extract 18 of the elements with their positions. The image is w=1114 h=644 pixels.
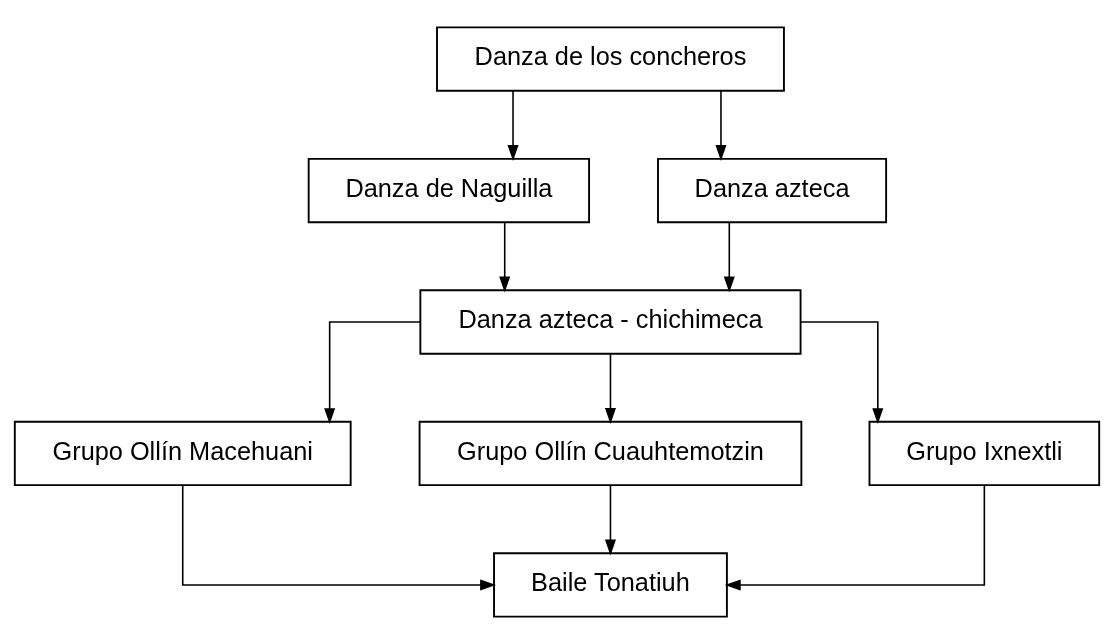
arrow: [181, 484, 496, 591]
arrow: [604, 484, 616, 556]
node-box: Grupo Ollín Macehuani: [13, 420, 352, 487]
arrow: [507, 90, 519, 161]
arrow: [715, 90, 727, 161]
node-box: Danza azteca: [657, 157, 888, 224]
node-box: Danza de los concheros: [436, 26, 785, 92]
node-box: Danza de Naguilla: [307, 157, 591, 224]
node-box: Grupo Ollín Cuauhtemotzin: [418, 420, 803, 487]
arrow: [604, 353, 616, 424]
arrow: [724, 484, 986, 591]
arrow: [499, 221, 511, 293]
arrow: [324, 321, 421, 425]
node-box: Danza azteca - chichimeca: [419, 289, 802, 355]
arrow: [800, 321, 884, 425]
node-box: Baile Tonatiuh: [493, 552, 728, 618]
node-box: Grupo Ixnextli: [868, 420, 1101, 487]
arrow: [723, 221, 735, 293]
